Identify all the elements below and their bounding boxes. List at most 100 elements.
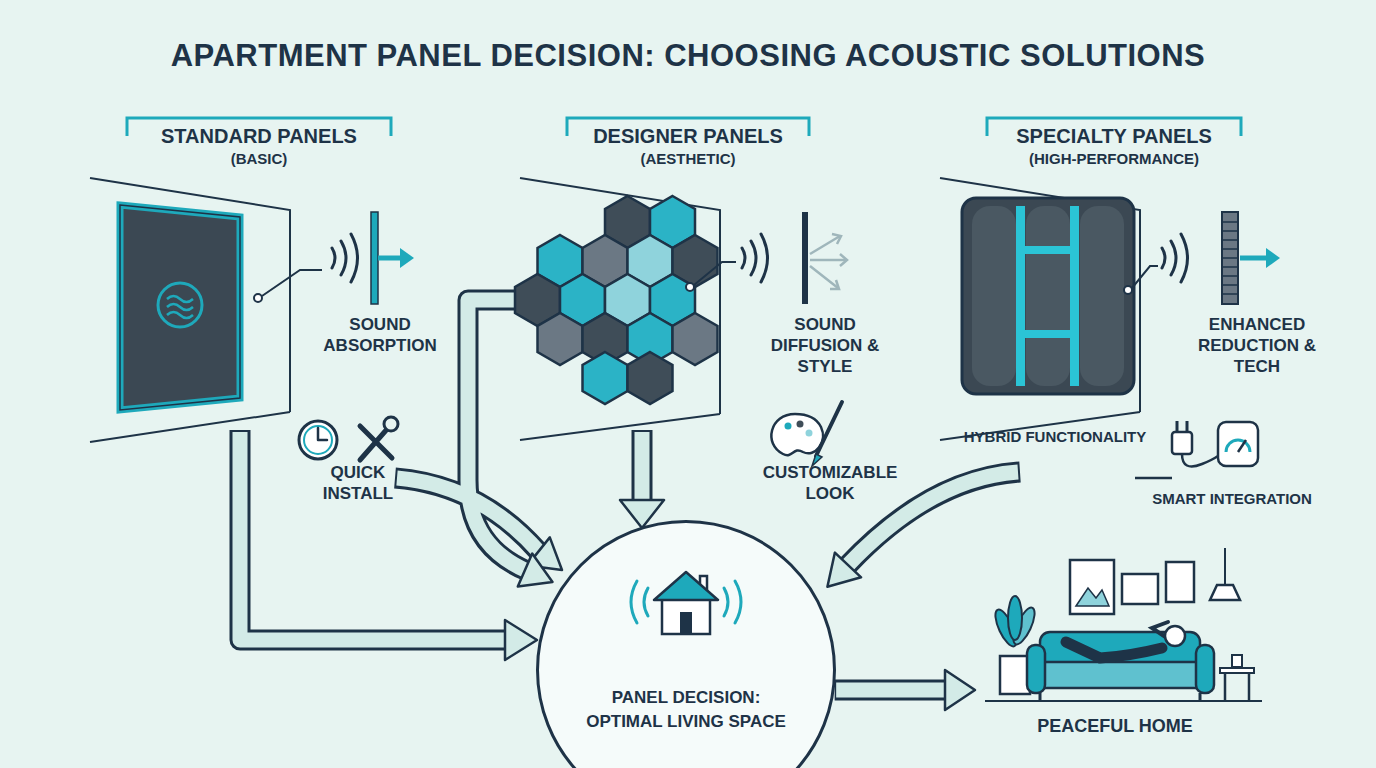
hexagon-tile [628, 352, 673, 404]
arrow-head [505, 620, 537, 660]
leader-line [262, 270, 322, 296]
heading-text: SPECIALTY PANELS [985, 124, 1243, 148]
wall-bar [371, 212, 378, 304]
hexagon-tile [673, 313, 718, 365]
feature-label: ENHANCED REDUCTION & TECH [1194, 314, 1320, 377]
plug-icon [1172, 432, 1192, 454]
paint-dot [797, 421, 804, 428]
feature-label: SMART INTEGRATION [1140, 488, 1324, 509]
floor-line [985, 700, 1262, 702]
arrow-head [518, 554, 553, 587]
connector-outline [835, 680, 946, 701]
wall-bar [802, 212, 808, 304]
arrow-head [827, 553, 861, 587]
sofa-seat [1035, 662, 1205, 688]
column-heading: SPECIALTY PANELS (HIGH-PERFORMANCE) [985, 116, 1243, 182]
wrench-head [384, 417, 398, 431]
grille-lines [1222, 222, 1238, 294]
decision-circle: PANEL DECISION: OPTIMAL LIVING SPACE [536, 520, 836, 768]
leader-line [694, 262, 736, 285]
diagram-title: APARTMENT PANEL DECISION: CHOOSING ACOUS… [0, 38, 1376, 74]
sofa-legs [1040, 693, 1200, 700]
absorb-icon [158, 283, 202, 327]
paint-dot [806, 430, 813, 437]
picture-frame [1166, 562, 1194, 602]
column-heading: DESIGNER PANELS (AESTHETIC) [565, 116, 811, 182]
hexagon-tile [583, 352, 628, 404]
hexagon-tile [538, 313, 583, 365]
connector-fill [836, 683, 944, 698]
plug-cable [1182, 454, 1218, 466]
plant-leaf [1008, 596, 1022, 640]
heading-text: DESIGNER PANELS [565, 124, 811, 148]
person-arm [1152, 622, 1170, 640]
specialty-panel [962, 198, 1134, 394]
feature-label: SOUND DIFFUSION & STYLE [763, 314, 887, 377]
panel-edge [120, 205, 240, 410]
diffusion-heads [830, 234, 847, 289]
wall-outline [90, 178, 1140, 442]
heading-text: STANDARD PANELS [125, 124, 393, 148]
person-head [1165, 626, 1185, 646]
lamp-shade [1210, 585, 1240, 600]
leader-line [1135, 477, 1172, 480]
clock-hands [318, 428, 327, 440]
plant-pot [1000, 656, 1030, 694]
arrow-head [1266, 248, 1280, 268]
leader-dot [686, 283, 694, 291]
clock-icon [299, 421, 337, 459]
brush-icon [816, 402, 842, 456]
feature-label: SOUND ABSORPTION [316, 314, 444, 356]
panel-bulge [972, 206, 1016, 386]
sofa-back [1040, 632, 1200, 666]
sound-waves [332, 234, 358, 282]
subheading-text: (AESTHETIC) [565, 150, 811, 168]
gauge-icon [1218, 422, 1258, 466]
clock-face [304, 426, 332, 454]
absorb-waves [167, 296, 193, 318]
plug-prongs [1177, 421, 1187, 432]
panel-bulge [1026, 206, 1070, 386]
glow-strip [1016, 246, 1079, 254]
sound-waves [1162, 234, 1188, 282]
person-body [1066, 642, 1162, 658]
arrow-line [378, 256, 402, 261]
feature-label: HYBRID FUNCTIONALITY [955, 426, 1155, 447]
column-heading: STANDARD PANELS(BASIC) [125, 116, 393, 182]
subheading-text: (HIGH-PERFORMANCE) [985, 150, 1243, 168]
glow-strip [1070, 206, 1079, 386]
gauge-needle [1238, 440, 1246, 452]
panel-bulge [1080, 206, 1124, 386]
decision-text: PANEL DECISION: OPTIMAL LIVING SPACE [573, 686, 799, 734]
glow-strip [1016, 206, 1025, 386]
sound-waves [742, 234, 768, 282]
diffusion-arrows [810, 236, 846, 288]
lamp-cord [1224, 548, 1226, 585]
leader-line [1132, 266, 1158, 288]
grille-bar [1222, 212, 1238, 304]
leader-dot [254, 294, 262, 302]
picture-frame [1122, 574, 1158, 604]
palette-icon [771, 414, 823, 455]
standard-panel [120, 205, 240, 410]
arrow-head [400, 248, 414, 268]
plant-leaf [1009, 605, 1039, 647]
frame-art [1076, 588, 1109, 606]
sofa-arm [1196, 645, 1214, 693]
table-legs [1225, 673, 1249, 700]
sofa-arm [1027, 645, 1045, 693]
picture-frame [1070, 560, 1114, 614]
paint-dot [785, 423, 792, 430]
connector-arrow [835, 670, 975, 710]
leader-dot [1124, 286, 1132, 294]
feature-label: QUICK INSTALL [318, 462, 398, 504]
plant-leaf [991, 607, 1021, 649]
cup [1232, 655, 1242, 667]
side-table [1220, 668, 1254, 673]
arrow-line [1240, 256, 1268, 261]
gauge-dial [1226, 440, 1250, 452]
feature-label: CUSTOMIZABLE LOOK [759, 462, 901, 504]
result-text: PEACEFUL HOME [975, 715, 1255, 737]
result-illustration: PEACEFUL HOME [975, 545, 1255, 750]
